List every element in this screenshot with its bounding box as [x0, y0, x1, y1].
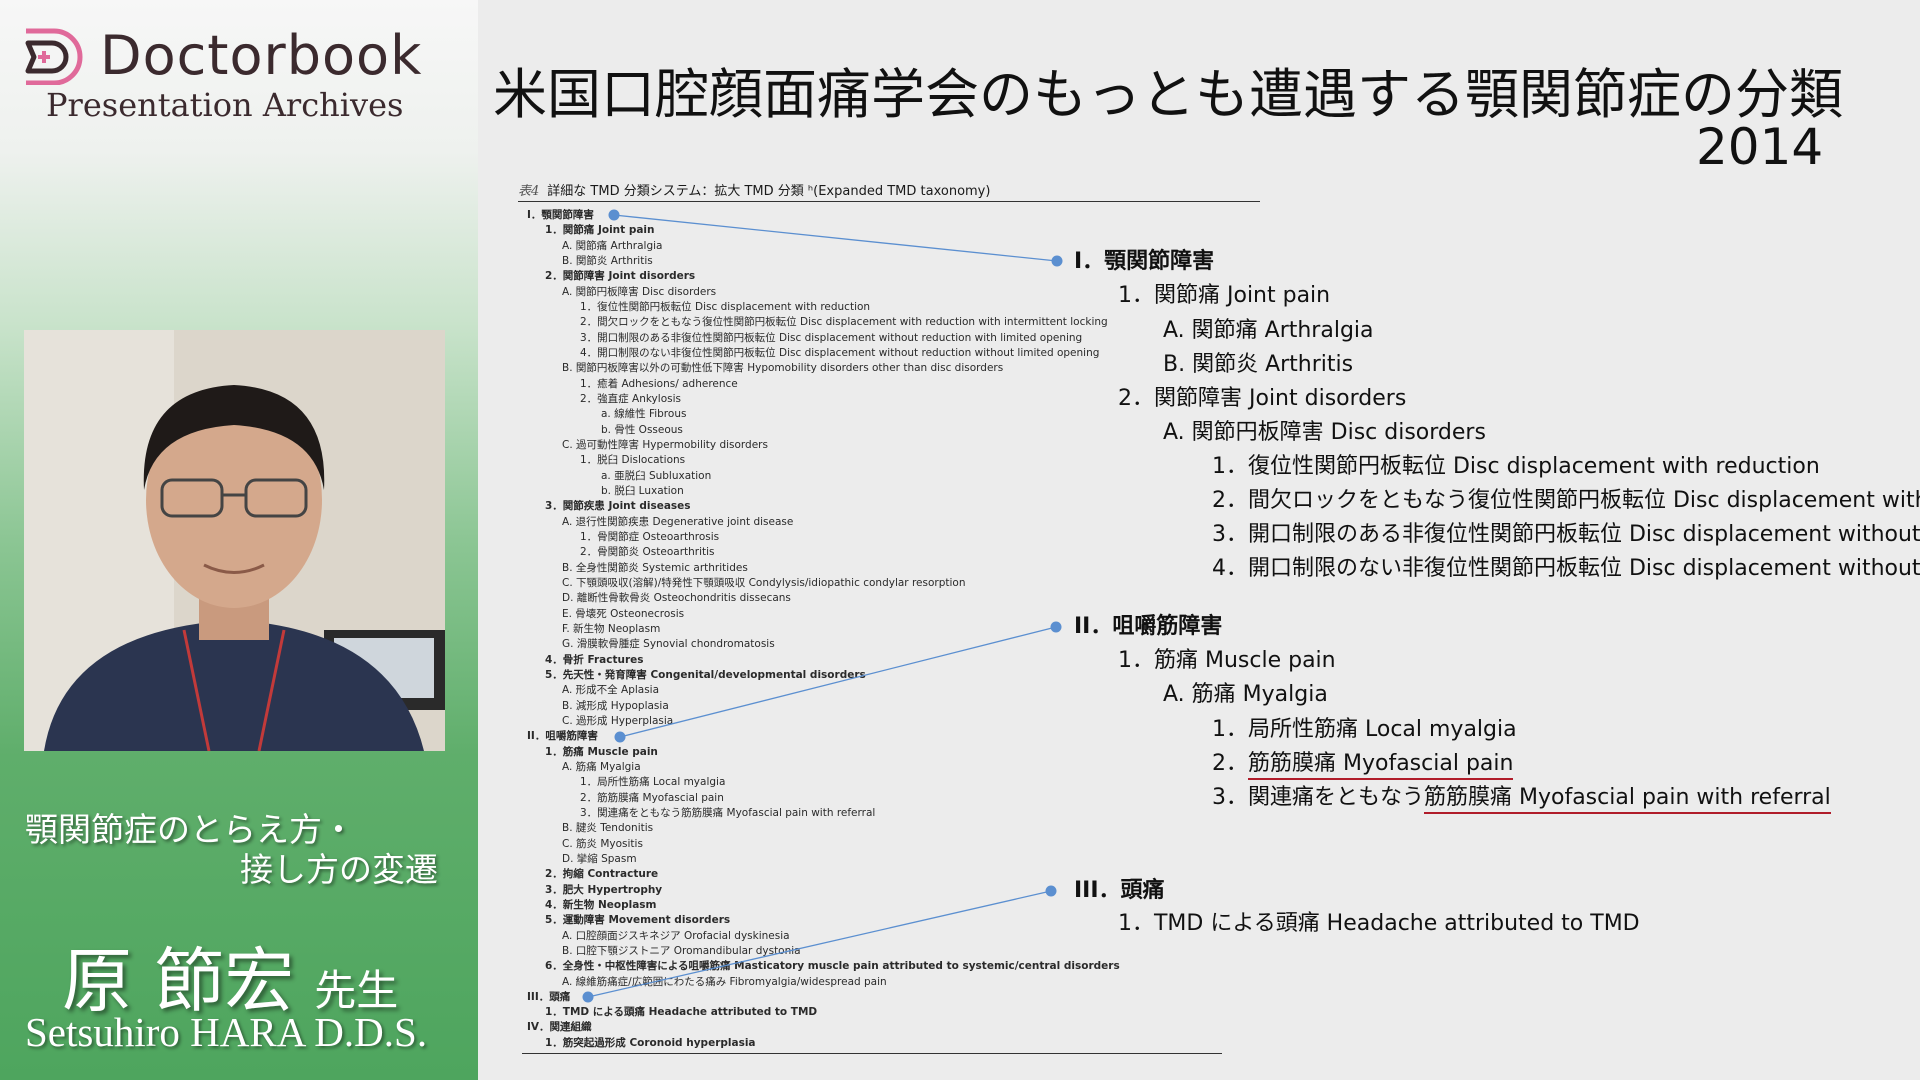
table-row: 6．全身性・中枢性障害による咀嚼筋痛 Masticatory muscle pa…: [545, 960, 1120, 973]
speaker-honorific: 先生: [314, 966, 399, 1015]
table-row: B. 口腔下顎ジストニア Oromandibular dystonia: [562, 944, 801, 957]
table-row: II．咀嚼筋障害: [527, 730, 598, 743]
table-row: 3．関節疾患 Joint diseases: [545, 500, 691, 513]
enlarged-row: 4．開口制限のない非復位性関節円板転位 Disc displacement wi…: [1212, 556, 1920, 581]
branding-panel: Doctorbook Presentation Archives 顎関節症のとら…: [0, 0, 478, 1080]
table-row: 2．関節障害 Joint disorders: [545, 270, 696, 283]
table-row: 1．筋突起過形成 Coronoid hyperplasia: [545, 1036, 756, 1049]
table-row: E. 骨壊死 Osteonecrosis: [562, 607, 685, 620]
enlarged-row: 3．開口制限のある非復位性関節円板転位 Disc displacement wi…: [1212, 522, 1920, 547]
table-row: B. 全身性関節炎 Systemic arthritides: [562, 561, 748, 574]
table-row: a. 亜脱臼 Subluxation: [601, 469, 712, 482]
speaker-photo: [24, 330, 445, 751]
table-row: 1．復位性関節円板転位 Disc displacement with reduc…: [580, 300, 871, 313]
table-row: B. 関節円板障害以外の可動性低下障害 Hypomobility disorde…: [562, 362, 1004, 375]
table-row: 1．脱臼 Dislocations: [580, 454, 686, 467]
table-row: D. 攣縮 Spasm: [562, 852, 637, 865]
table-row: b. 脱臼 Luxation: [601, 484, 684, 497]
enlarged-heading: III．頭痛: [1074, 878, 1165, 903]
talk-topic-line2: 接し方の変遷: [240, 850, 438, 889]
table-row: A. 関節円板障害 Disc disorders: [562, 285, 717, 298]
doctorbook-logo: Doctorbook: [24, 26, 422, 86]
table-row: C. 過可動性障害 Hypermobility disorders: [562, 438, 768, 451]
table-row: A. 口腔顔面ジスキネジア Orofacial dyskinesia: [562, 929, 790, 942]
enlarged-row: A. 関節痛 Arthralgia: [1163, 318, 1374, 343]
table-row: G. 滑膜軟骨腫症 Synovial chondromatosis: [562, 638, 775, 651]
slide-title: 米国口腔顔面痛学会のもっとも遭遇する顎関節症の分類: [493, 63, 1843, 126]
slide-year: 2014: [1696, 118, 1824, 176]
table-row: 2．強直症 Ankylosis: [580, 392, 681, 405]
enlarged-row: 1．筋痛 Muscle pain: [1118, 648, 1336, 673]
table-row: 2．骨関節炎 Osteoarthritis: [580, 546, 715, 559]
table-row: 4．骨折 Fractures: [545, 653, 644, 666]
row-prefix: 3．関連痛をともなう: [1212, 785, 1424, 810]
table-row: F. 新生物 Neoplasm: [562, 622, 661, 635]
table-row: 3．開口制限のある非復位性関節円板転位 Disc displacement wi…: [580, 331, 1083, 344]
table-row: 3．肥大 Hypertrophy: [545, 883, 663, 896]
table-row: III．頭痛: [527, 990, 571, 1003]
table-row: A. 筋痛 Myalgia: [562, 760, 641, 773]
table-row: 1．骨関節症 Osteoarthrosis: [580, 530, 720, 543]
table-label: 表4: [518, 184, 540, 199]
table-row: D. 離断性骨軟骨炎 Osteochondritis dissecans: [562, 592, 791, 605]
table-row: 1．癒着 Adhesions/ adherence: [580, 377, 738, 390]
table-bottom-rule: [522, 1053, 1222, 1054]
enlarged-row: 1．局所性筋痛 Local myalgia: [1212, 717, 1517, 742]
table-row: 4．開口制限のない非復位性関節円板転位 Disc displacement wi…: [580, 346, 1100, 359]
table-row: 1．局所性筋痛 Local myalgia: [580, 776, 726, 789]
slide: 米国口腔顔面痛学会のもっとも遭遇する顎関節症の分類 2014 表4 詳細な TMD…: [478, 0, 1920, 1080]
table-row: A. 退行性関節疾患 Degenerative joint disease: [562, 515, 794, 528]
table-caption-text: 詳細な TMD 分類システム：拡大 TMD 分類 ʰ(Expanded TMD …: [547, 184, 991, 199]
table-caption: 表4 詳細な TMD 分類システム：拡大 TMD 分類 ʰ(Expanded TM…: [518, 180, 1260, 202]
enlarged-row: A. 筋痛 Myalgia: [1163, 682, 1328, 707]
table-row: 1．筋痛 Muscle pain: [545, 745, 658, 758]
enlarged-row: 3．関連痛をともなう筋筋膜痛 Myofascial pain with refe…: [1212, 784, 1831, 814]
highlighted-term: 筋筋膜痛 Myofascial pain: [1248, 751, 1514, 780]
table-row: A. 形成不全 Aplasia: [562, 684, 660, 697]
speaker-name-en: Setsuhiro HARA D.D.S.: [25, 1009, 428, 1055]
speaker-name: 原 節宏: [62, 940, 295, 1022]
enlarged-heading: II．咀嚼筋障害: [1074, 614, 1223, 639]
table-row: 3．関連痛をともなう筋筋膜痛 Myofascial pain with refe…: [580, 806, 876, 819]
table-row: A. 線維筋痛症/広範囲にわたる痛み Fibromyalgia/widespre…: [562, 975, 887, 988]
enlarged-row: A. 関節円板障害 Disc disorders: [1163, 420, 1486, 445]
table-row: 5．先天性・発育障害 Congenital/developmental diso…: [545, 668, 866, 681]
enlarged-row: 2．関節障害 Joint disorders: [1118, 386, 1407, 411]
table-row: 1．関節痛 Joint pain: [545, 224, 655, 237]
speaker-name-jp: 原 節宏先生: [62, 925, 398, 1026]
table-row: B. 減形成 Hypoplasia: [562, 699, 669, 712]
highlighted-term: 筋筋膜痛 Myofascial pain with referral: [1424, 785, 1831, 814]
table-row: 2．筋筋膜痛 Myofascial pain: [580, 791, 724, 804]
brand-subtitle: Presentation Archives: [46, 86, 404, 124]
table-row: a. 線維性 Fibrous: [601, 408, 687, 421]
enlarged-row: 1．復位性関節円板転位 Disc displacement with reduc…: [1212, 454, 1820, 479]
table-row: B. 関節炎 Arthritis: [562, 254, 653, 267]
table-row: 1．TMD による頭痛 Headache attributed to TMD: [545, 1006, 818, 1019]
table-row: 2．間欠ロックをともなう復位性関節円板転位 Disc displacement …: [580, 316, 1108, 329]
talk-topic-line1: 顎関節症のとらえ方・: [25, 810, 355, 849]
enlarged-row: 2．間欠ロックをともなう復位性関節円板転位 Disc displacement …: [1212, 488, 1920, 513]
table-row: b. 骨性 Osseous: [601, 423, 683, 436]
table-row: B. 腱炎 Tendonitis: [562, 822, 654, 835]
doctorbook-d-icon: [25, 28, 83, 85]
table-row: 4．新生物 Neoplasm: [545, 898, 657, 911]
table-row: 2．拘縮 Contracture: [545, 868, 659, 881]
table-row: IV．関連組織: [527, 1021, 592, 1034]
enlarged-heading: I．顎関節障害: [1074, 249, 1215, 274]
table-row: C. 下顎頭吸収(溶解)/特発性下顎頭吸収 Condylysis/idiopat…: [562, 576, 966, 589]
table-row: C. 筋炎 Myositis: [562, 837, 643, 850]
brand-name: Doctorbook: [100, 24, 423, 87]
enlarged-row: 2．筋筋膜痛 Myofascial pain: [1212, 750, 1514, 780]
enlarged-row: B. 関節炎 Arthritis: [1163, 352, 1354, 377]
row-prefix: 2．: [1212, 751, 1248, 776]
table-row: 5．運動障害 Movement disorders: [545, 914, 731, 927]
table-row: I．顎関節障害: [527, 209, 594, 221]
table-row: C. 過形成 Hyperplasia: [562, 714, 674, 727]
enlarged-row: 1．TMD による頭痛 Headache attributed to TMD: [1118, 911, 1640, 936]
table-row: A. 関節痛 Arthralgia: [562, 239, 663, 252]
enlarged-row: 1．関節痛 Joint pain: [1118, 283, 1331, 308]
